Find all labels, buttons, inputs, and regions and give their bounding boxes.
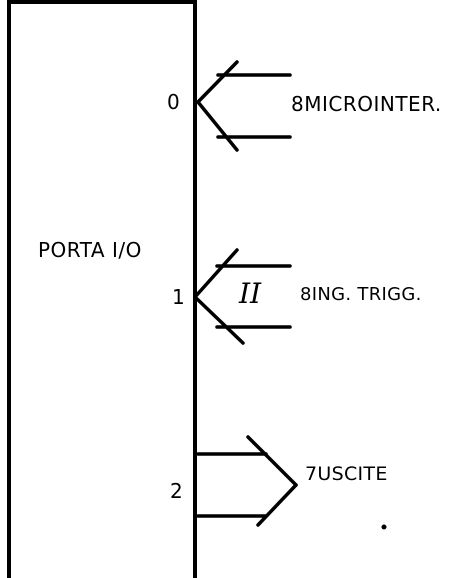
port-title: PORTA I/O — [38, 238, 142, 262]
port-number-2: 2 — [170, 479, 183, 503]
port-1-input-arrow — [193, 248, 292, 345]
port-number-0: 0 — [167, 90, 180, 114]
port-2-output-arrow — [196, 435, 298, 527]
port-0-description: 8MICROINTER. — [291, 92, 442, 116]
trigger-marker: II — [239, 277, 262, 310]
port-0-input-arrow — [196, 60, 292, 152]
port-2-description: 7USCITE — [305, 463, 388, 485]
stray-dot — [381, 524, 387, 530]
port-1-description: 8ING. TRIGG. — [300, 284, 422, 305]
port-number-1: 1 — [172, 285, 185, 309]
